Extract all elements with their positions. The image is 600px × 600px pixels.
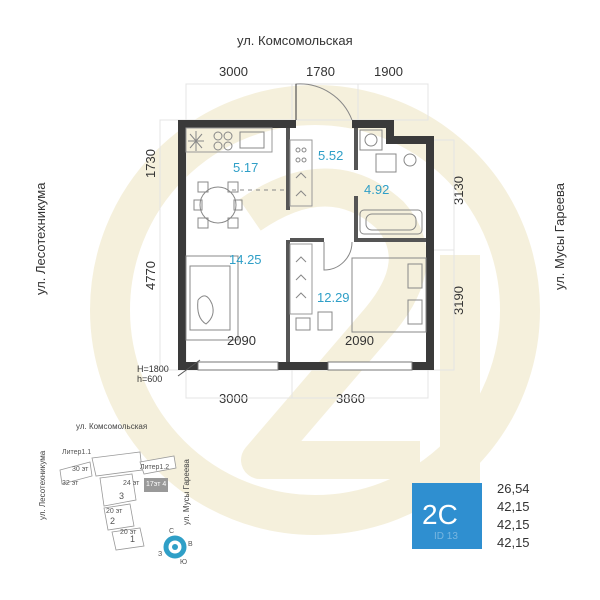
area-value-1: 26,54 (497, 481, 530, 496)
compass-south: Ю (180, 559, 188, 566)
compass-east: В (188, 541, 193, 548)
compass-north: С (169, 528, 175, 535)
dim-inner-2: 2090 (345, 333, 374, 348)
area-bathroom: 4.92 (364, 182, 390, 197)
minimap-floor-4: 20 эт (106, 508, 123, 515)
minimap-highlight: 17эт 4 (146, 481, 167, 488)
area-living-left: 14.25 (229, 252, 262, 267)
area-value-2: 42,15 (497, 499, 530, 514)
area-hall: 5.52 (318, 148, 344, 163)
dim-top-3: 1900 (374, 64, 403, 79)
minimap-section-1: 1 (130, 534, 136, 544)
minimap-section-2: 2 (110, 516, 116, 526)
height-note: H=1800 h=600 (137, 364, 169, 384)
dim-inner-1: 2090 (227, 333, 256, 348)
apartment-id: ID 13 (434, 531, 458, 542)
height-h1: H=1800 (137, 364, 169, 374)
dim-top-1: 3000 (219, 64, 248, 79)
height-h2: h=600 (137, 374, 163, 384)
minimap-street-top: ул. Комсомольская (76, 422, 148, 431)
minimap-section-3: 3 (119, 491, 125, 501)
minimap-floor-5: 20 эт (120, 529, 137, 536)
minimap-floor-3: 24 эт (123, 480, 140, 487)
apartment-badge: 2С ID 13 (412, 483, 482, 549)
area-kitchen: 5.17 (233, 160, 259, 175)
street-top-label: ул. Комсомольская (237, 33, 353, 48)
compass-west: З (158, 551, 163, 558)
minimap-floor-2: 32 эт (62, 480, 79, 487)
minimap-floor-1: 30 эт (72, 466, 89, 473)
area-living-right: 12.29 (317, 290, 350, 305)
dim-top-2: 1780 (306, 64, 335, 79)
minimap-liter2: Литер1.2 (140, 464, 170, 471)
area-value-3: 42,15 (497, 517, 530, 532)
minimap-liter1: Литер1.1 (62, 449, 92, 456)
apartment-type: 2С (422, 499, 458, 530)
area-value-4: 42,15 (497, 535, 530, 550)
